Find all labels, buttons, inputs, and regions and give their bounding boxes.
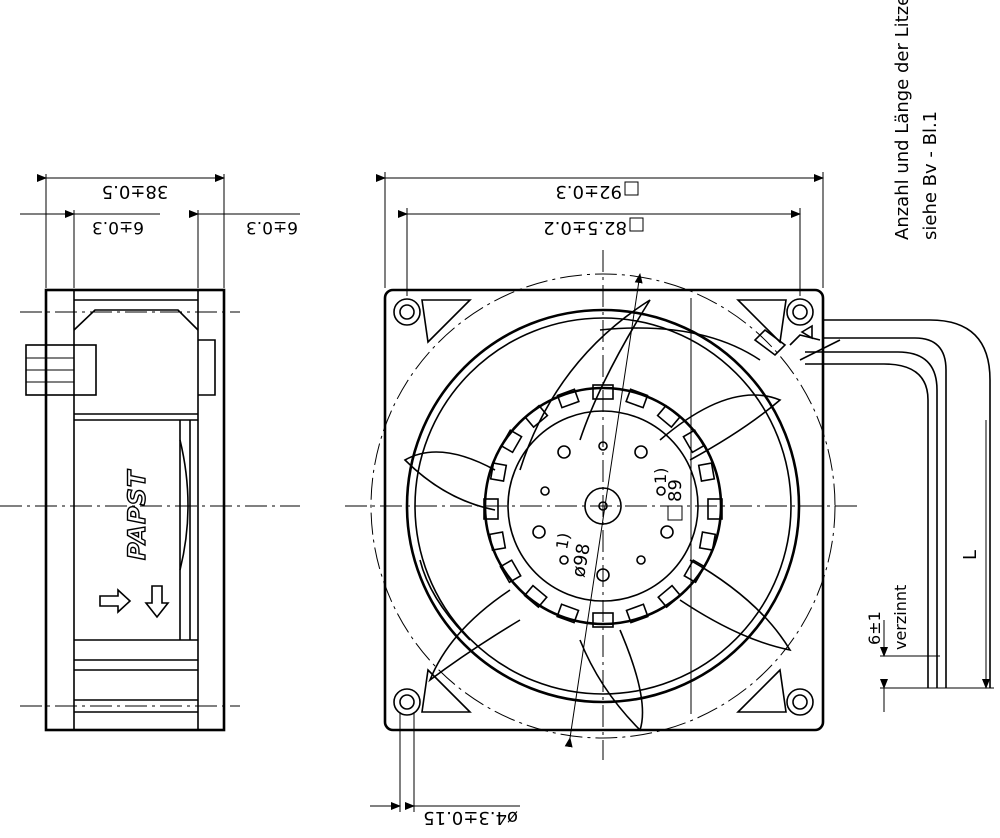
hole-diameter-dimension: ø4.3±0.15 — [423, 807, 518, 828]
side-view: PAPST 38±0.5 6±0.3 6±0.3 — [0, 174, 300, 732]
lead-length-label: L — [960, 550, 981, 560]
hub-dimension-note: 1) — [651, 468, 670, 484]
mounting-hole-top-right — [786, 298, 814, 326]
rotation-arrow-icon — [144, 585, 170, 619]
rotor-diameter-note: 1) — [552, 531, 574, 550]
front-view: ø98 1) 89 1) 92±0.3 82.5±0.2 ø4.3±0.15 — [345, 172, 860, 828]
lead-note: Anzahl und Länge der Litzen siehe Bv - B… — [892, 0, 941, 240]
mounting-hole-bottom-right — [786, 688, 814, 716]
square-symbol-icon — [629, 217, 644, 232]
brand-logo: PAPST — [123, 469, 151, 560]
hub-dimension: 89 — [665, 479, 686, 502]
note-line-1: Anzahl und Länge der Litzen — [892, 0, 913, 240]
right-flange-dimension: 6±0.3 — [246, 217, 298, 237]
mounting-hole-top-left — [393, 298, 421, 326]
left-flange-dimension: 6±0.3 — [92, 217, 144, 237]
square-symbol-icon — [667, 505, 683, 521]
airflow-arrow-icon — [99, 588, 132, 614]
hole-pitch-dimension: 82.5±0.2 — [543, 217, 627, 238]
mounting-hole-bottom-left — [393, 688, 421, 716]
rotor-diameter-leader — [564, 273, 643, 748]
strip-note: verzinnt — [891, 585, 910, 650]
side-width-dimension: 38±0.5 — [102, 181, 169, 202]
outer-frame-dimension: 92±0.3 — [555, 181, 622, 202]
fan-blades — [403, 299, 792, 732]
square-symbol-icon — [624, 181, 639, 196]
rotor-diameter-dimension: ø98 — [568, 542, 595, 579]
lead-wires: L 6±1 verzinnt — [789, 319, 994, 712]
side-housing-outline — [44, 288, 226, 732]
note-line-2: siehe Bv - Bl.1 — [920, 111, 941, 240]
triangle-marker-icon — [800, 324, 813, 340]
strip-length-dimension: 6±1 — [865, 611, 884, 645]
